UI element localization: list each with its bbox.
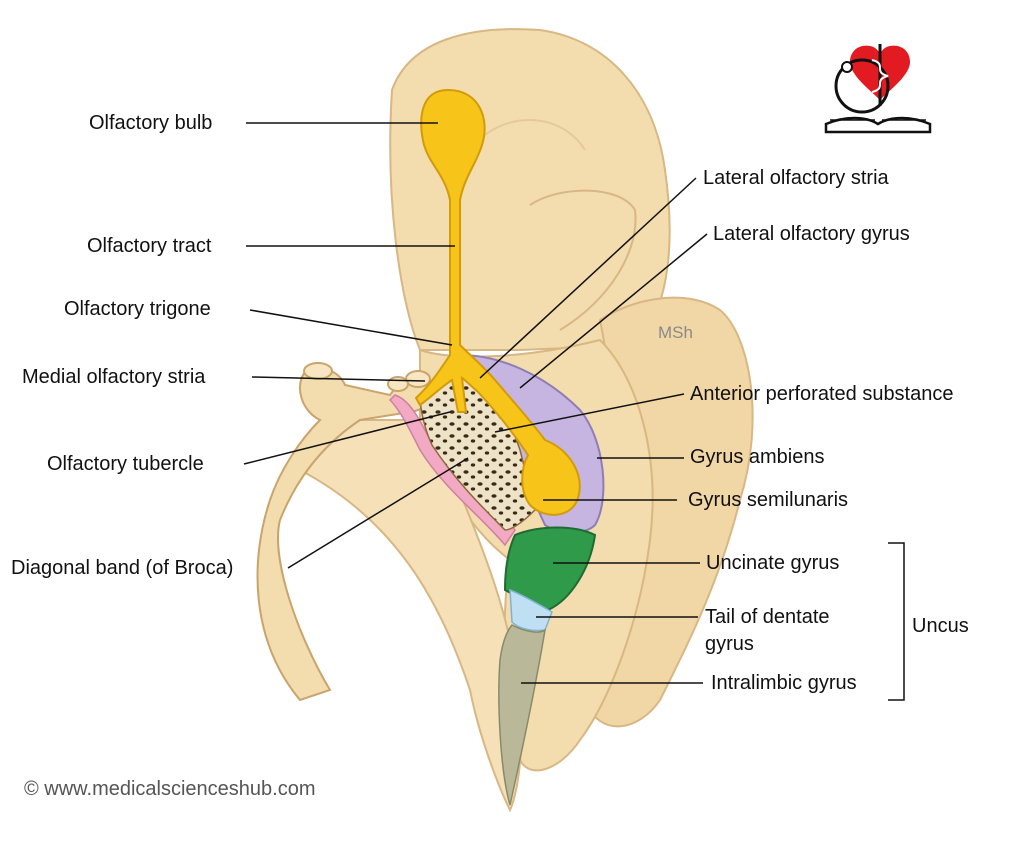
label-anterior-perforated-substance: Anterior perforated substance [690, 383, 954, 405]
leader-medial-olfactory-stria [251, 376, 426, 382]
logo [824, 44, 932, 134]
label-gyrus-ambiens: Gyrus ambiens [690, 446, 825, 468]
olfactory-apparatus [414, 88, 581, 516]
label-olfactory-trigone: Olfactory trigone [64, 298, 211, 320]
logo-stethoscope-icon [834, 58, 890, 114]
logo-book-icon [824, 116, 932, 134]
leader-lateral-olfactory-stria [479, 177, 697, 379]
label-tail-of-dentate-gyrus-line1: Tail of dentate [705, 606, 830, 628]
label-olfactory-tubercle: Olfactory tubercle [47, 453, 204, 475]
uncinate-gyrus-region [503, 526, 597, 612]
label-lateral-olfactory-gyrus: Lateral olfactory gyrus [713, 223, 910, 245]
label-olfactory-bulb: Olfactory bulb [89, 112, 213, 134]
label-olfactory-tract: Olfactory tract [87, 235, 212, 257]
label-uncus: Uncus [912, 615, 969, 637]
watermark: MSh [658, 323, 693, 342]
label-lateral-olfactory-stria: Lateral olfactory stria [703, 167, 889, 189]
uncus-bracket [888, 542, 905, 701]
label-gyrus-semilunaris: Gyrus semilunaris [688, 489, 849, 511]
frontal-lobe [389, 28, 671, 351]
copyright-notice: © www.medicalscienceshub.com [24, 778, 316, 800]
leader-lateral-olfactory-gyrus [519, 233, 708, 389]
leader-olfactory-tubercle [243, 411, 451, 465]
leader-olfactory-trigone [249, 309, 453, 346]
frontal-gyrus-fold [529, 189, 637, 331]
label-uncinate-gyrus: Uncinate gyrus [706, 552, 840, 574]
label-diagonal-band: Diagonal band (of Broca) [11, 557, 234, 579]
cut-stalk-end [405, 370, 431, 388]
cut-stalk-end [303, 362, 333, 380]
label-tail-of-dentate-gyrus-line2: gyrus [705, 633, 754, 655]
leader-diagonal-band [287, 457, 469, 569]
intralimbic-gyrus-region [498, 624, 547, 806]
label-medial-olfactory-stria: Medial olfactory stria [22, 366, 206, 388]
leader-lines [243, 122, 708, 684]
leader-anterior-perforated-substance [494, 393, 685, 433]
label-intralimbic-gyrus: Intralimbic gyrus [711, 672, 857, 694]
cut-stalk-end [387, 376, 409, 392]
